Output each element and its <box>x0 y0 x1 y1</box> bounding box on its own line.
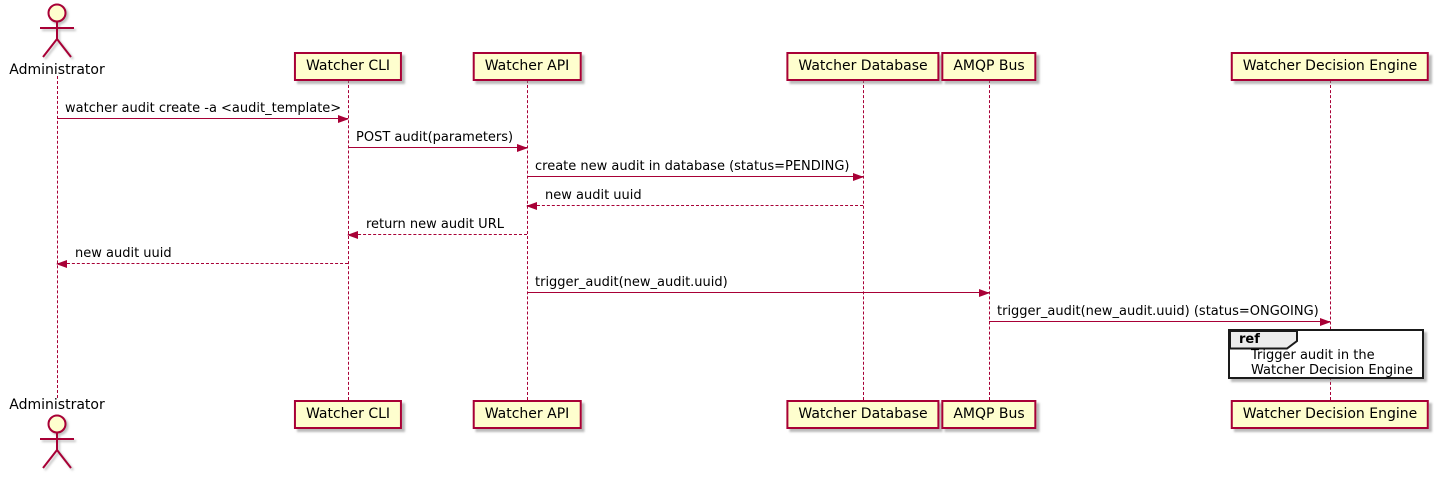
message-label: new audit uuid <box>75 246 172 261</box>
participant-watcher-api-bottom: Watcher API <box>472 400 582 429</box>
message-line <box>57 263 348 264</box>
lifeline-administrator <box>57 76 58 398</box>
participant-watcher-database-top: Watcher Database <box>786 52 940 81</box>
actor-icon <box>40 414 74 469</box>
ref-text-line2: Watcher Decision Engine <box>1251 363 1413 378</box>
message-label: return new audit URL <box>366 217 504 232</box>
message-new-audit-uuid-db: new audit uuid <box>526 185 863 210</box>
message-create-audit-db: create new audit in database (status=PEN… <box>527 156 864 181</box>
arrowhead-icon <box>338 115 349 123</box>
message-line <box>348 234 527 235</box>
message-line <box>527 205 863 206</box>
participant-amqp-bus-top: AMQP Bus <box>941 52 1037 81</box>
message-post-audit: POST audit(parameters) <box>348 127 528 152</box>
ref-text-line1: Trigger audit in the <box>1251 348 1375 363</box>
message-line <box>57 118 348 119</box>
lifeline-amqp-bus <box>989 80 990 400</box>
ref-keyword: ref <box>1239 332 1260 347</box>
actor-label-bottom: Administrator <box>9 397 105 413</box>
arrowhead-icon <box>517 144 528 152</box>
message-line <box>527 176 863 177</box>
participant-watcher-cli-top: Watcher CLI <box>293 52 403 81</box>
ref-fragment: ref Trigger audit in the Watcher Decisio… <box>1228 329 1424 379</box>
actor-label-top: Administrator <box>9 62 105 78</box>
arrowhead-icon <box>347 231 358 239</box>
lifeline-watcher-cli <box>348 80 349 400</box>
message-return-audit-url: return new audit URL <box>347 214 527 239</box>
arrowhead-icon <box>1320 318 1331 326</box>
lifeline-watcher-api <box>527 80 528 400</box>
arrowhead-icon <box>56 260 67 268</box>
participant-watcher-api-top: Watcher API <box>472 52 582 81</box>
message-trigger-audit-ongoing: trigger_audit(new_audit.uuid) (status=ON… <box>989 301 1331 326</box>
ref-tab-icon <box>1229 330 1298 350</box>
message-trigger-audit: trigger_audit(new_audit.uuid) <box>527 272 990 297</box>
message-audit-create: watcher audit create -a <audit_template> <box>57 98 349 123</box>
message-label: create new audit in database (status=PEN… <box>535 159 850 174</box>
arrowhead-icon <box>979 289 990 297</box>
message-label: trigger_audit(new_audit.uuid) <box>535 275 728 290</box>
participant-watcher-cli-bottom: Watcher CLI <box>293 400 403 429</box>
message-new-audit-uuid-cli: new audit uuid <box>56 243 348 268</box>
lifeline-watcher-database <box>863 80 864 400</box>
message-line <box>527 292 989 293</box>
participant-watcher-decision-engine-top: Watcher Decision Engine <box>1230 52 1430 81</box>
participant-watcher-database-bottom: Watcher Database <box>786 400 940 429</box>
message-label: POST audit(parameters) <box>356 130 514 145</box>
arrowhead-icon <box>526 202 537 210</box>
message-label: watcher audit create -a <audit_template> <box>65 101 342 116</box>
message-line <box>989 321 1330 322</box>
arrowhead-icon <box>853 173 864 181</box>
participant-amqp-bus-bottom: AMQP Bus <box>941 400 1037 429</box>
lifeline-watcher-decision-engine <box>1330 80 1331 400</box>
message-label: new audit uuid <box>545 188 642 203</box>
ref-body: Trigger audit in the Watcher Decision En… <box>1251 348 1413 378</box>
actor-icon <box>40 3 74 58</box>
message-line <box>348 147 527 148</box>
participant-watcher-decision-engine-bottom: Watcher Decision Engine <box>1230 400 1430 429</box>
message-label: trigger_audit(new_audit.uuid) (status=ON… <box>997 304 1319 319</box>
